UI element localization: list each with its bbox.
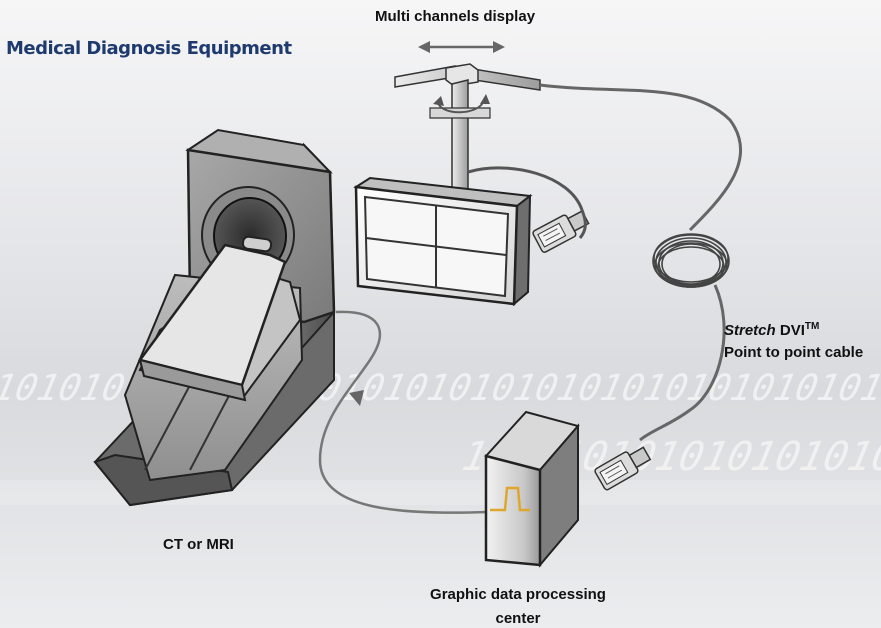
flow-arrow-down-icon: [349, 390, 364, 406]
cable-label: Stretch DVITM Point to point cable: [724, 316, 863, 364]
multi-channel-monitor: [353, 176, 533, 307]
ct-mri-scanner: [93, 128, 336, 507]
rotate-arrow-icon: [433, 94, 490, 114]
cable-top-run: [539, 83, 743, 232]
cable-scanner-to-center: [318, 310, 489, 514]
cable-coil: [652, 233, 730, 288]
cable-trademark: TM: [804, 321, 820, 332]
cable-description: Point to point cable: [724, 344, 864, 361]
cable-monitor-out: [467, 166, 587, 239]
dvi-connector-processing: [594, 446, 652, 491]
cable-name: Stretch DVITM: [724, 316, 863, 342]
scanner-label: CT or MRI: [163, 536, 234, 553]
processing-center-label-line1: Graphic data processing: [430, 586, 606, 603]
move-horizontal-arrow-icon: [418, 41, 505, 53]
display-label: Multi channels display: [375, 8, 536, 25]
display-mount: [394, 63, 541, 191]
page-title: Medical Diagnosis Equipment: [6, 38, 292, 59]
cable-down-run: [639, 284, 726, 442]
dvi-connector-monitor: [532, 210, 590, 253]
processing-center-label: Graphic data processing center: [418, 583, 618, 628]
processing-center-tower: [484, 410, 580, 568]
signal-pulse-icon: [490, 486, 530, 512]
cable-brand: Stretch: [724, 322, 776, 339]
processing-center-label-line2: center: [495, 610, 541, 627]
cable-model: DVI: [779, 322, 805, 339]
